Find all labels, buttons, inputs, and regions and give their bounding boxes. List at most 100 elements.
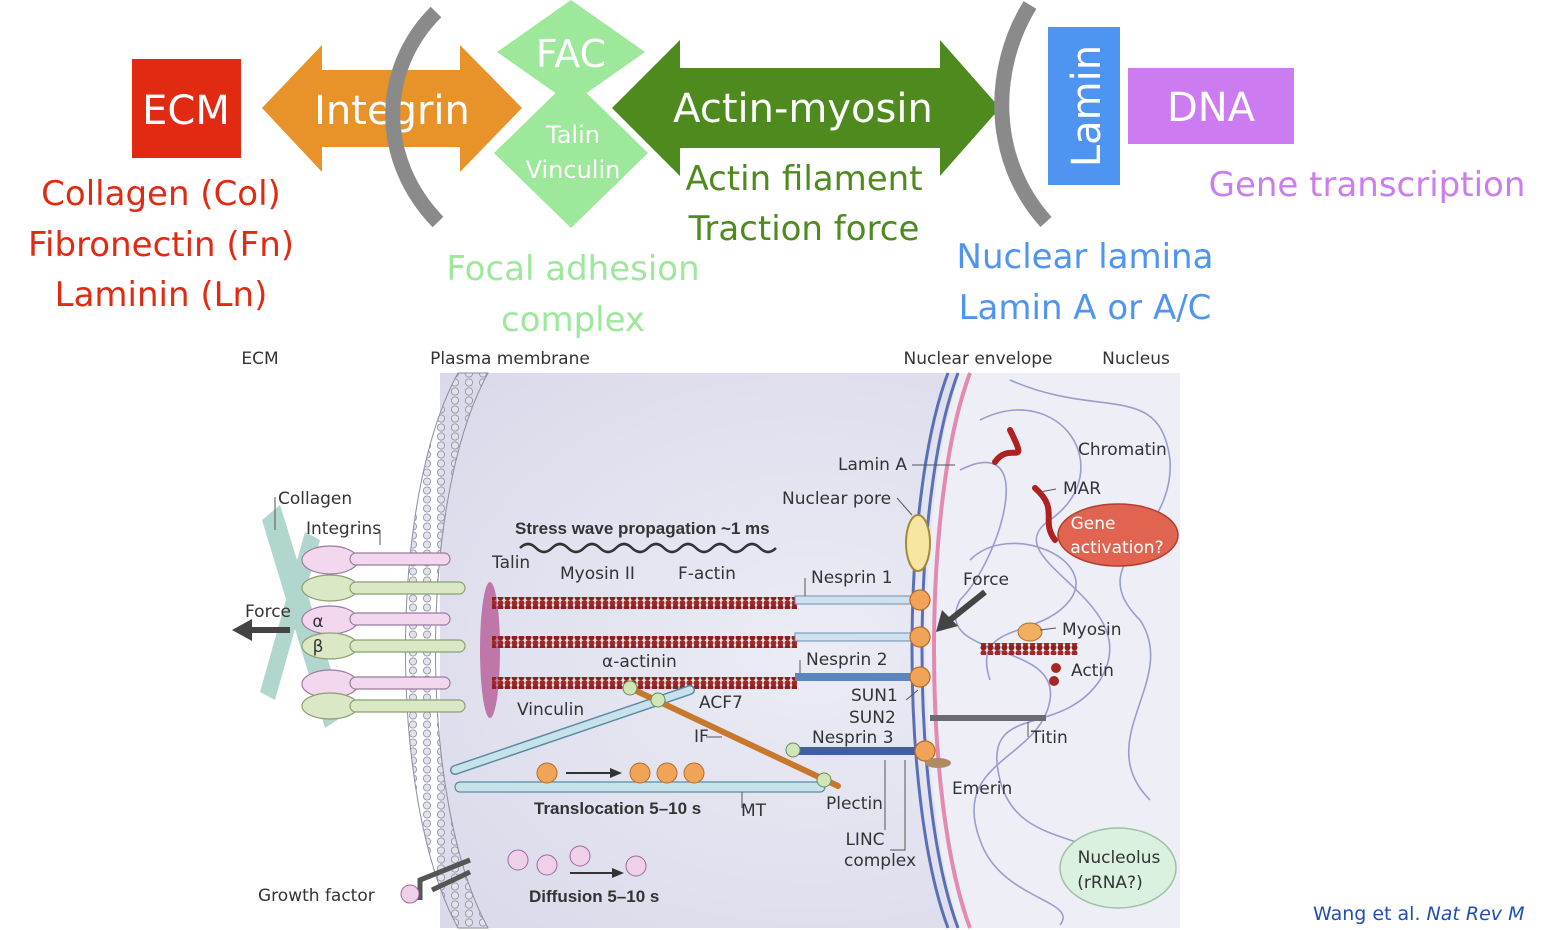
gene-transcription-caption: Gene transcription xyxy=(1209,165,1526,205)
nuclear-actin xyxy=(980,643,1078,655)
lamina-caption: Nuclear lamina Lamin A or A/C xyxy=(957,237,1214,328)
label-force-left: Force xyxy=(245,602,291,622)
lamin-box: Lamin xyxy=(1048,27,1120,185)
lamina-caption-line1: Nuclear lamina xyxy=(957,237,1214,277)
ecm-laminin: Laminin (Ln) xyxy=(55,275,268,315)
gene-activation-bubble xyxy=(1057,503,1179,567)
nucleolus xyxy=(1059,827,1177,909)
actin-filaments xyxy=(492,597,797,689)
label-emerin: Emerin xyxy=(952,779,1012,799)
actin-caption: Actin filament Traction force xyxy=(685,159,922,249)
chromatin-mar-2 xyxy=(1032,485,1058,543)
dna-box-label: DNA xyxy=(1167,85,1256,131)
ecm-components: Collagen (Col) Fibronectin (Fn) Laminin … xyxy=(28,174,294,315)
fac-diamond-bottom xyxy=(494,78,648,228)
ecm-box-label: ECM xyxy=(142,88,230,134)
label-nesprin-2: Nesprin 2 xyxy=(806,650,888,670)
label-if: IF xyxy=(694,727,709,747)
header-nuclear-envelope: Nuclear envelope xyxy=(904,349,1053,369)
label-nucleolus: Nucleolus xyxy=(1078,848,1161,868)
label-linc: LINC xyxy=(845,830,884,850)
membrane-bracket xyxy=(385,6,444,228)
ecm-fibronectin: Fibronectin (Fn) xyxy=(28,225,294,265)
label-translocation: Translocation 5–10 s xyxy=(534,799,701,818)
label-vinculin: Vinculin xyxy=(517,700,584,720)
label-rrna: (rRNA?) xyxy=(1077,873,1142,893)
plasma-membrane xyxy=(405,372,489,929)
nuclear-myosin xyxy=(1017,622,1043,642)
header-nucleus: Nucleus xyxy=(1102,349,1170,369)
label-complex: complex xyxy=(844,851,916,871)
fac-label: FAC xyxy=(536,32,606,76)
label-alpha-actinin: α-actinin xyxy=(602,652,677,672)
diffusion-arrowhead xyxy=(612,868,624,878)
translocation-cargo xyxy=(536,762,705,784)
leader-lines xyxy=(274,464,1057,851)
actomyosin-label: Actin-myosin xyxy=(673,86,933,132)
label-nuclear-pore: Nuclear pore xyxy=(782,489,891,509)
label-titin: Titin xyxy=(1030,728,1068,748)
label-chromatin: Chromatin xyxy=(1078,440,1167,460)
actomyosin-arrow: Actin-myosin xyxy=(612,40,1000,176)
label-nesprin-1: Nesprin 1 xyxy=(811,568,893,588)
label-myosin-ii: Myosin II xyxy=(560,564,635,584)
nuclear-bracket xyxy=(994,1,1052,228)
ecm-collagen: Collagen (Col) xyxy=(41,174,281,214)
actin-caption-line2: Traction force xyxy=(688,209,920,249)
citation-journal: Nat Rev M xyxy=(1427,903,1525,925)
label-sun2: SUN2 xyxy=(849,708,896,728)
label-sun1: SUN1 xyxy=(851,686,898,706)
label-activation: activation? xyxy=(1070,538,1163,558)
label-nesprin-3: Nesprin 3 xyxy=(812,728,894,748)
lamina-caption-line2: Lamin A or A/C xyxy=(959,288,1212,328)
actin-caption-line1: Actin filament xyxy=(685,159,922,199)
citation-authors: Wang et al. xyxy=(1313,903,1427,925)
label-mt: MT xyxy=(741,801,767,821)
nuclear-pore xyxy=(905,514,931,572)
growth-factor-receptor xyxy=(417,857,472,900)
diffusing-molecules xyxy=(507,845,647,877)
label-force-right: Force xyxy=(963,570,1009,590)
force-arrowhead-right xyxy=(936,610,958,632)
growth-factor-ligand xyxy=(400,884,420,904)
ecm-box: ECM xyxy=(132,59,241,158)
label-collagen: Collagen xyxy=(278,489,352,509)
translocation-arrowhead xyxy=(610,768,622,778)
label-lamin-a: Lamin A xyxy=(838,455,907,475)
figure-labels: Collagen Integrins Force α β Talin Stres… xyxy=(245,440,1167,906)
fac-diamonds: FAC Talin Vinculin xyxy=(494,0,648,228)
label-talin: Talin xyxy=(491,553,530,573)
emerin xyxy=(925,758,951,768)
fac-talin-label: Talin xyxy=(545,121,600,149)
fac-caption-line1: Focal adhesion xyxy=(446,249,699,289)
label-f-actin: F-actin xyxy=(678,564,736,584)
header-ecm: ECM xyxy=(241,349,278,369)
fac-vinculin-label: Vinculin xyxy=(526,156,621,184)
fac-caption: Focal adhesion complex xyxy=(446,249,699,340)
lamin-box-label: Lamin xyxy=(1064,45,1110,167)
integrin-heterodimers xyxy=(301,545,466,720)
label-diffusion: Diffusion 5–10 s xyxy=(529,887,659,906)
actin-monomer xyxy=(1049,676,1059,686)
label-myosin: Myosin xyxy=(1062,620,1121,640)
label-acf7: ACF7 xyxy=(699,693,743,713)
label-growth-factor: Growth factor xyxy=(258,886,375,906)
stress-wave xyxy=(519,542,777,554)
dna-box: DNA xyxy=(1128,68,1294,144)
actin-monomer xyxy=(1051,663,1061,673)
label-gene: Gene xyxy=(1071,514,1116,534)
figure-headers: ECM Plasma membrane Nuclear envelope Nuc… xyxy=(241,349,1170,369)
force-arrowhead-left xyxy=(232,619,252,641)
header-plasma-membrane: Plasma membrane xyxy=(430,349,590,369)
fac-caption-line2: complex xyxy=(501,300,645,340)
label-mar: MAR xyxy=(1063,479,1101,499)
label-stress-wave: Stress wave propagation ~1 ms xyxy=(515,519,770,538)
sun-proteins xyxy=(909,589,936,762)
force-arrow-right xyxy=(948,589,987,623)
citation: Wang et al. Nat Rev M xyxy=(1313,903,1524,925)
chromatin-mar-1 xyxy=(992,427,1022,465)
label-plectin: Plectin xyxy=(826,794,883,814)
fac-diamond-top xyxy=(497,0,645,104)
label-alpha: α xyxy=(312,612,323,632)
